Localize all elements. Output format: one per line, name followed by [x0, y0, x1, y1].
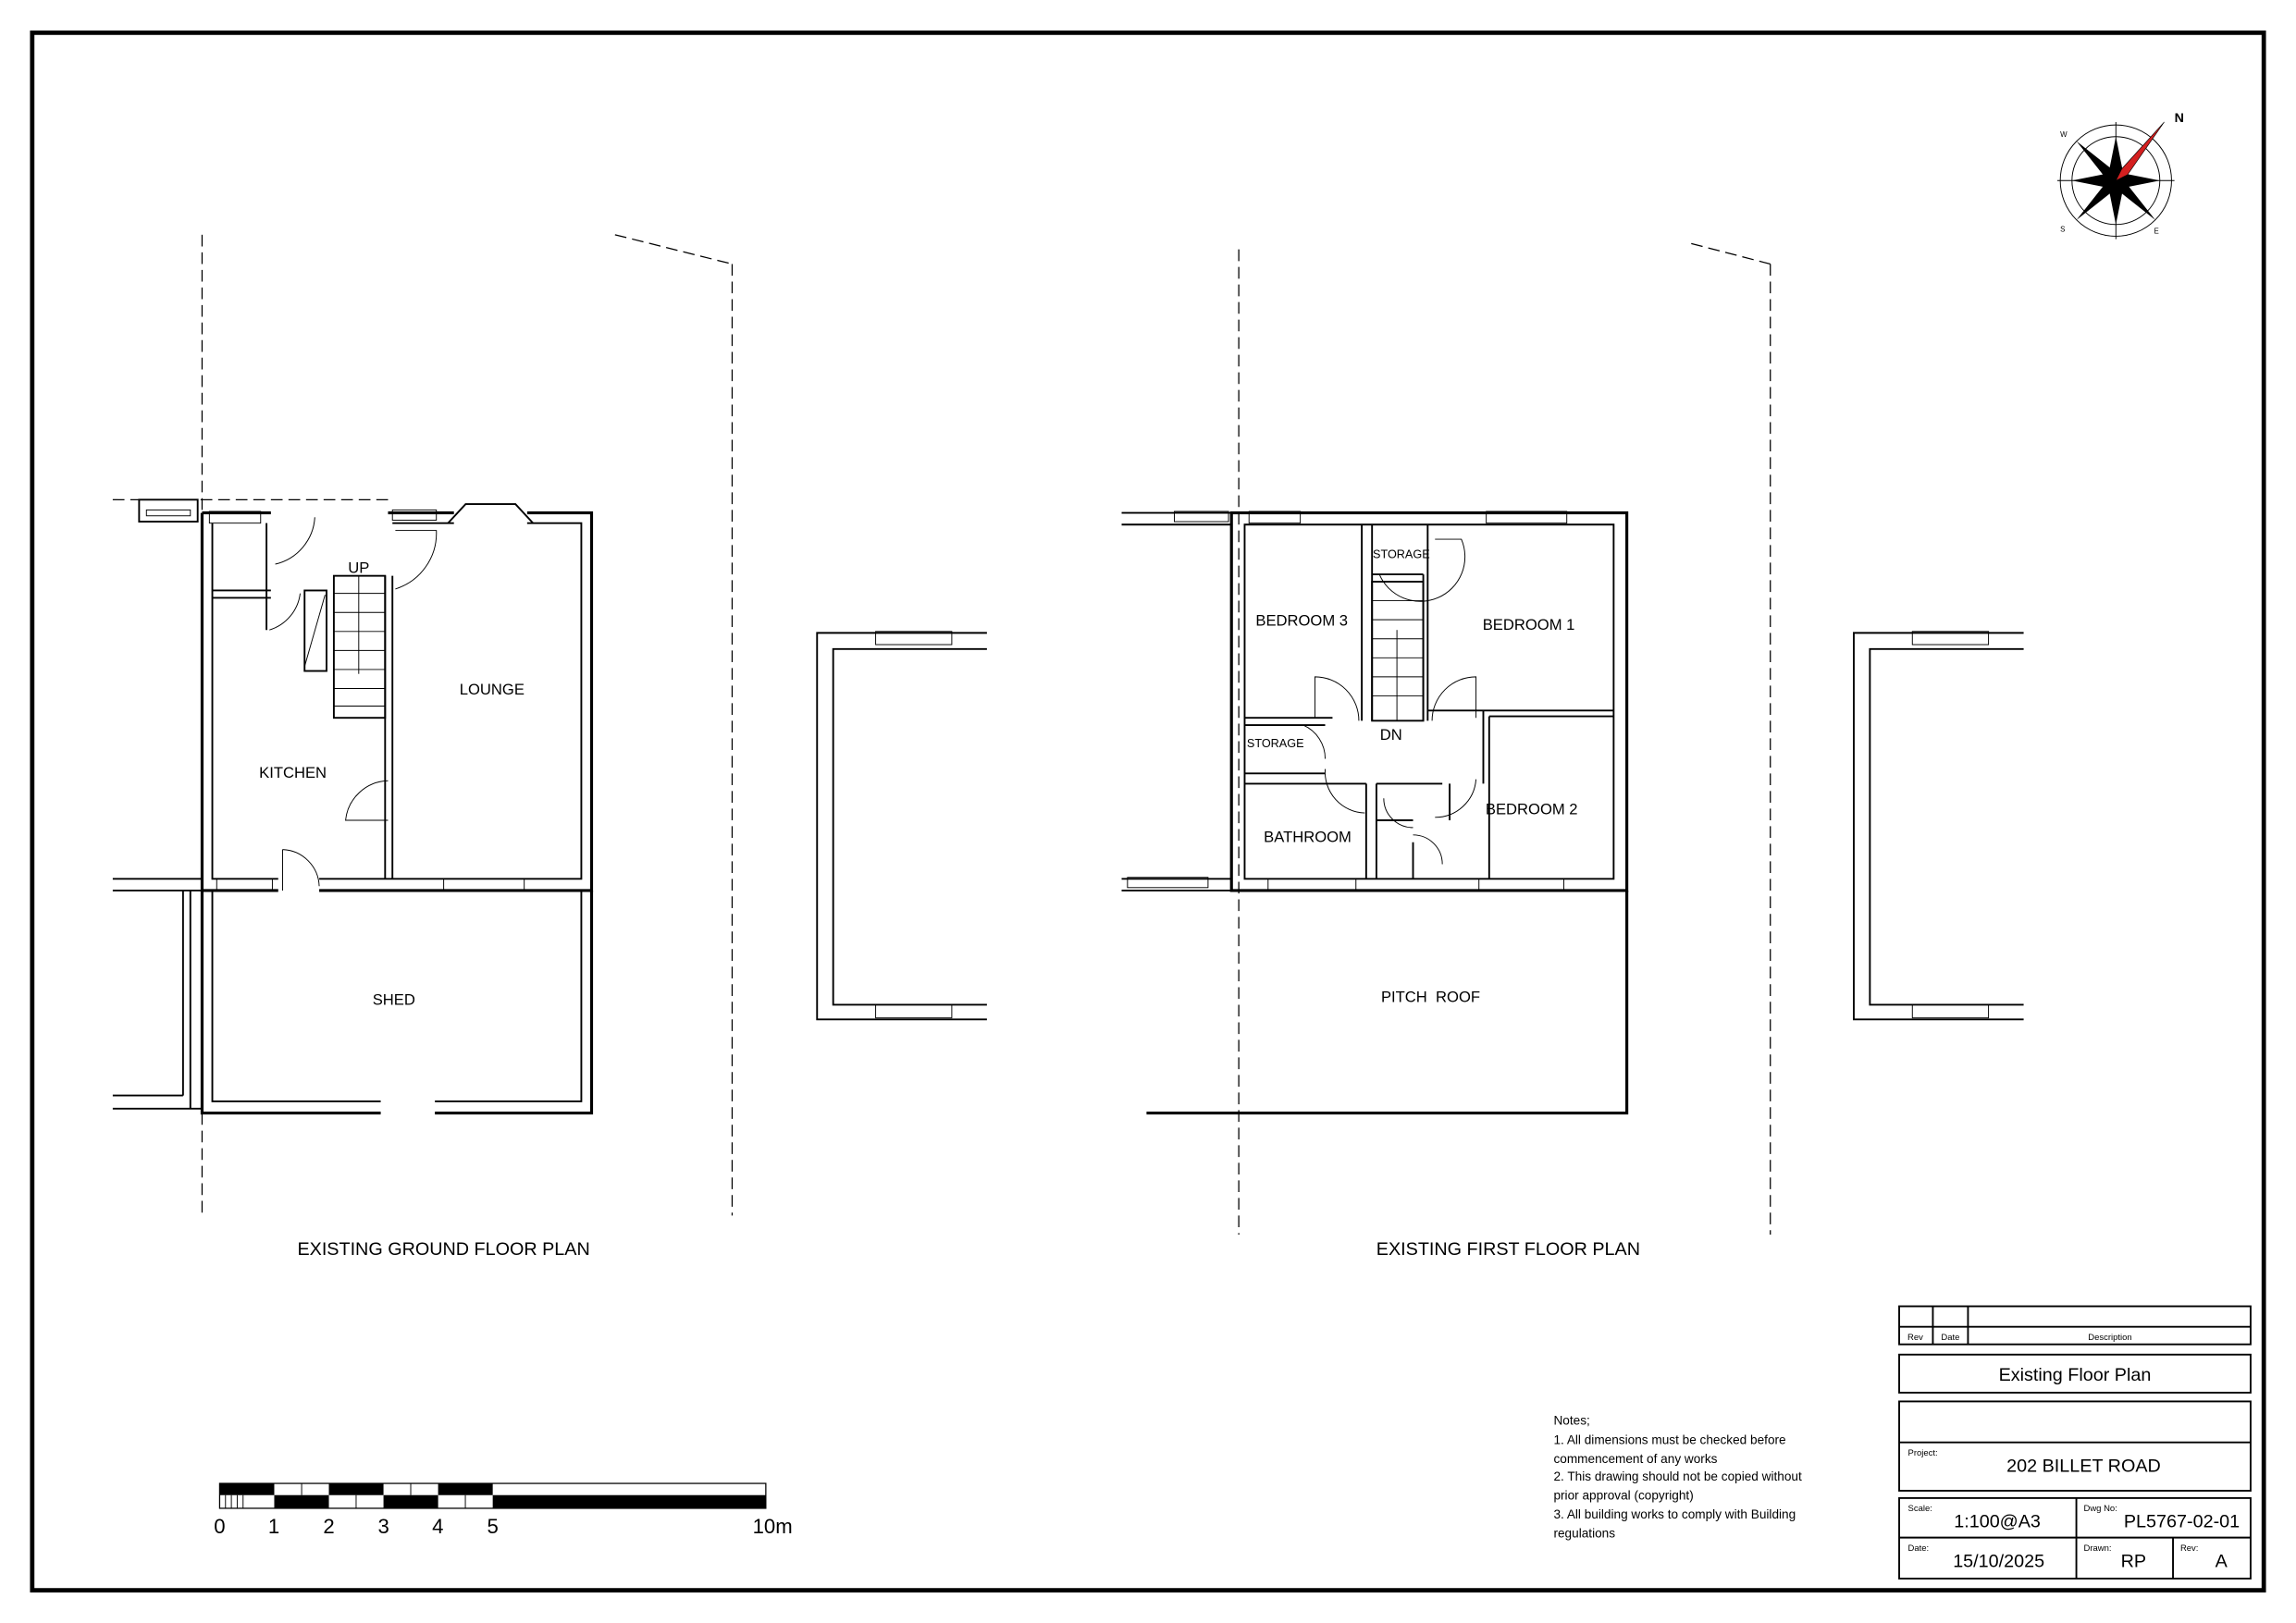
note-line: commencement of any works: [1553, 1452, 1717, 1466]
compass-south-label: S: [2060, 226, 2065, 234]
notes-heading: Notes;: [1553, 1414, 1589, 1428]
room-label-bedroom-3: BEDROOM 3: [1255, 611, 1348, 629]
room-label-shed: SHED: [373, 990, 415, 1008]
project-name: 202 BILLET ROAD: [2006, 1456, 2161, 1476]
scale-label-0: 0: [214, 1515, 225, 1538]
scale-label-2: 2: [323, 1515, 334, 1538]
scale-label-4: 4: [432, 1515, 443, 1538]
drawn-label: Drawn:: [2083, 1543, 2111, 1554]
description-header: Description: [2088, 1333, 2131, 1343]
room-label-bedroom-1: BEDROOM 1: [1483, 616, 1575, 633]
sheet-border: [30, 31, 2266, 1592]
project-label: Project:: [1908, 1448, 1938, 1458]
scale-label-10m: 10m: [753, 1515, 793, 1538]
compass-east-label: E: [2154, 227, 2158, 235]
scale-label-3: 3: [378, 1515, 389, 1538]
scale-bar: 0 1 2 3 4 5 10m: [214, 1482, 793, 1538]
date-label: Date:: [1908, 1543, 1930, 1554]
room-label-storage-top: STORAGE: [1373, 548, 1430, 561]
dwg-no-label: Dwg No:: [2083, 1504, 2117, 1514]
note-line: 2. This drawing should not be copied wit…: [1553, 1469, 1802, 1483]
rev-header: Rev: [1907, 1333, 1923, 1343]
first-floor-plan-title: EXISTING FIRST FLOOR PLAN: [1376, 1239, 1640, 1260]
first-floor-plan: BEDROOM 3 STORAGE BEDROOM 1 DN STORAGE B…: [1121, 242, 2024, 1260]
drawing-title: Existing Floor Plan: [1999, 1365, 2152, 1385]
compass-north-label: N: [2175, 111, 2184, 126]
date-value: 15/10/2025: [1953, 1551, 2044, 1571]
note-line: regulations: [1553, 1527, 1615, 1541]
drawn-value: RP: [2121, 1551, 2146, 1571]
room-label-pitch-roof: PITCH ROOF: [1381, 988, 1480, 1005]
title-block: [1898, 1305, 2252, 1580]
scale-label: Scale:: [1908, 1504, 1932, 1514]
room-label-up: UP: [348, 559, 369, 576]
rev-label: Rev:: [2180, 1543, 2199, 1554]
note-line: 3. All building works to comply with Bui…: [1553, 1507, 1796, 1521]
north-compass-icon: N W S E: [2056, 111, 2184, 240]
scale-value: 1:100@A3: [1954, 1512, 2041, 1532]
note-line: prior approval (copyright): [1553, 1488, 1693, 1502]
rev-value: A: [2216, 1551, 2228, 1571]
stair-label-down: DN: [1380, 726, 1402, 744]
room-label-kitchen: KITCHEN: [259, 764, 327, 781]
ground-floor-plan: UP LOUNGE KITCHEN SHED EXISTING GROUND F…: [112, 234, 987, 1260]
ground-floor-plan-title: EXISTING GROUND FLOOR PLAN: [297, 1239, 589, 1260]
scale-label-5: 5: [487, 1515, 498, 1538]
date-header: Date: [1941, 1333, 1959, 1343]
room-label-bedroom-2: BEDROOM 2: [1486, 801, 1578, 818]
dwg-no-value: PL5767-02-01: [2124, 1512, 2240, 1532]
scale-label-1: 1: [268, 1515, 279, 1538]
compass-west-label: W: [2060, 130, 2068, 139]
room-label-lounge: LOUNGE: [460, 681, 525, 698]
room-label-bathroom: BATHROOM: [1264, 829, 1352, 846]
title-block-text: Rev Date Description Existing Floor Plan…: [1907, 1333, 2240, 1571]
room-label-storage-left: STORAGE: [1247, 737, 1304, 750]
notes: Notes; 1. All dimensions must be checked…: [1553, 1414, 1802, 1541]
note-line: 1. All dimensions must be checked before: [1553, 1432, 1785, 1446]
